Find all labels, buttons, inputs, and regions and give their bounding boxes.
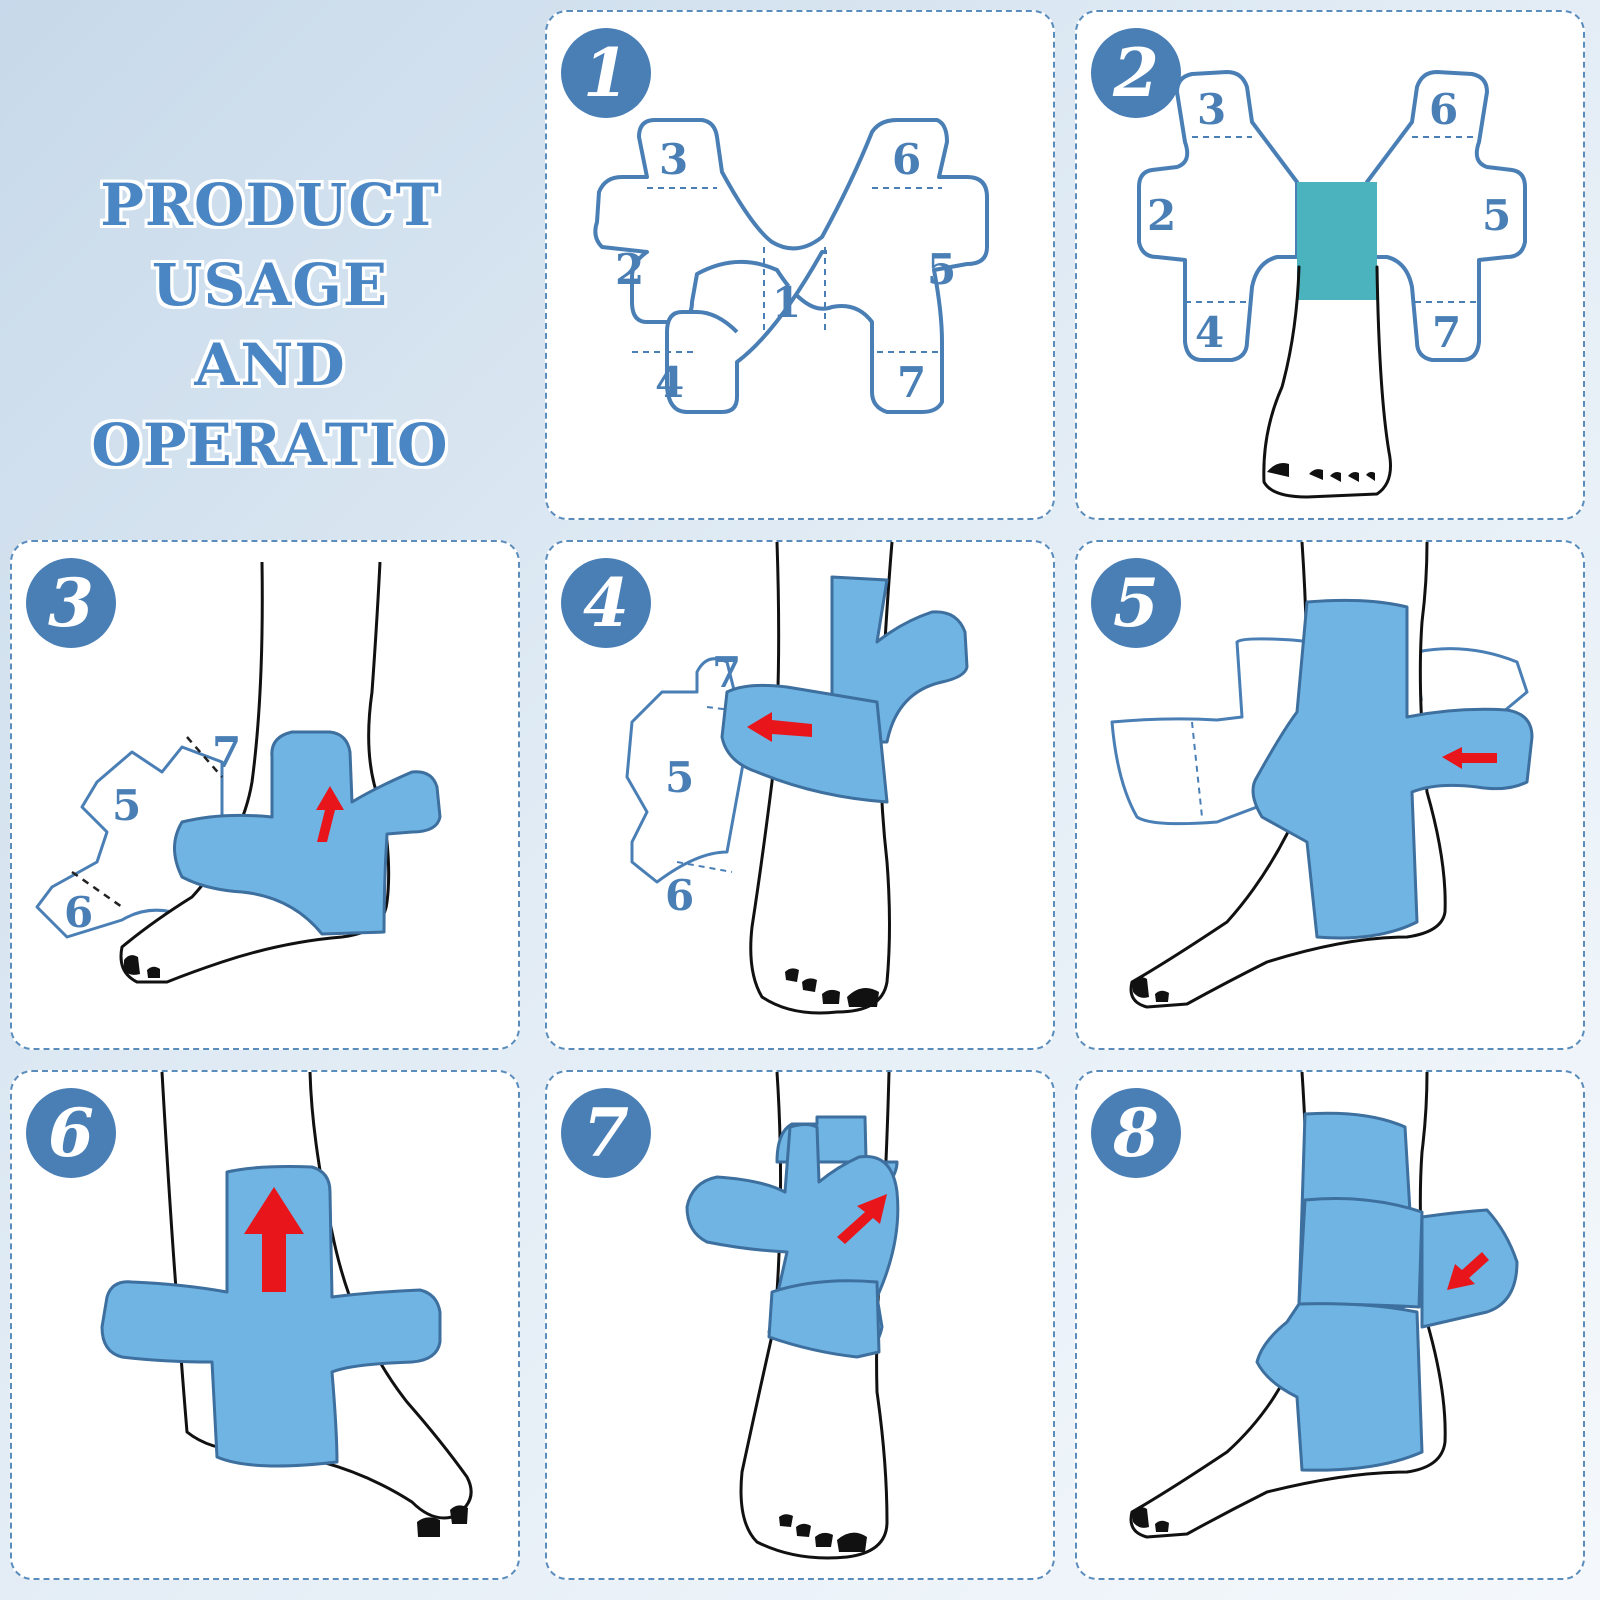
toenail [822,989,840,1004]
title-line-2: AND [194,331,346,399]
ankle-strap [173,730,442,936]
horizontal-strap [720,683,889,804]
step-4-badge: 4 [561,558,651,648]
ankle-strap [100,1165,442,1468]
toenail [147,966,160,978]
step-8-panel: 8 [1075,1070,1585,1580]
toenail [847,988,879,1007]
toenail [1267,463,1289,477]
outer-wrap-flaps [625,657,749,884]
step-2-badge: 2 [1091,28,1181,118]
up-right-arrow-icon [837,1194,887,1244]
step-1-panel: 1 3 6 2 5 1 4 7 [545,10,1055,520]
step-7-badge: 7 [561,1088,651,1178]
title-line-1: PRODUCT USAGE [100,171,440,319]
flap-label: 7 [712,648,741,697]
ankle-wrap-band [767,1279,881,1359]
fold-line [676,861,733,873]
leg-outline [1262,265,1392,499]
toenail [417,1517,440,1537]
step-2-illustration: 3 6 2 5 4 7 [1137,70,1527,499]
step-6-illustration [100,1072,473,1537]
flap-label: 3 [1197,85,1226,134]
toenail [450,1505,468,1524]
up-arrow-icon [244,1187,304,1292]
step-8-badge: 8 [1091,1088,1181,1178]
flap-label: 4 [1195,308,1224,357]
step-1-illustration: 3 6 2 5 1 4 7 [593,118,989,414]
flap-label: 6 [892,135,921,184]
toenail [1330,472,1341,482]
down-left-arrow-icon [1447,1252,1489,1290]
flap-label: 5 [665,753,694,802]
flap-label: 5 [112,781,141,830]
flap-label: 2 [1147,191,1176,240]
toenail [779,1514,793,1527]
toenail [1132,977,1149,998]
toenail [837,1532,867,1552]
toenail [124,955,140,975]
step-3-badge: 3 [26,558,116,648]
flat-wrap-outline [593,118,989,414]
heel-wrap [1255,1302,1424,1472]
right-wrap-wing [1365,70,1527,362]
toenail [1132,1507,1149,1528]
flap-label: 1 [772,278,801,327]
flap-label: 7 [1432,308,1461,357]
vertical-strap [1251,598,1534,940]
step-7-panel: 7 [545,1070,1055,1580]
flap-label: 6 [64,888,93,937]
left-arrow-icon [747,712,812,742]
toenail [802,978,817,992]
fold-line [1191,721,1203,818]
toenail [785,968,799,982]
flap-label: 7 [897,358,926,407]
step-4-panel: 4 7 5 6 [545,540,1055,1050]
up-arrow-icon [316,786,344,842]
title-line-3: OPERATIO [91,411,449,479]
fold-line [71,870,123,909]
step-1-badge: 1 [561,28,651,118]
toenail [1348,472,1359,482]
flap-label: 4 [655,358,684,407]
step-2-panel: 2 3 6 2 5 4 7 [1075,10,1585,520]
flap-label: 3 [659,135,688,184]
step-3-illustration: 7 5 6 [35,561,442,984]
step-6-panel: 6 [10,1070,520,1580]
step-6-badge: 6 [26,1088,116,1178]
step-5-panel: 5 [1075,540,1585,1050]
step-4-illustration: 7 5 6 [625,542,969,1015]
toenail [1366,471,1375,481]
flap-label: 2 [615,245,644,294]
toenail [1155,990,1169,1002]
flap-label: 6 [665,871,694,920]
step-5-illustration [1110,542,1534,1009]
fold-line [186,736,223,778]
flap-label: 5 [1482,191,1511,240]
flap-label: 6 [1429,85,1458,134]
left-arrow-icon [1442,747,1497,769]
step-8-illustration [1129,1072,1519,1539]
flat-wrap-shape [665,250,827,414]
flap-label: 5 [927,245,956,294]
toenail [1155,1520,1169,1532]
step-7-illustration [685,1072,900,1560]
ankle-wrap-band [1297,1197,1424,1309]
center-pad [1297,182,1377,300]
toenail [815,1532,833,1547]
flap-label: 7 [212,728,241,777]
toenail [1309,469,1323,480]
page-title: PRODUCT USAGE AND OPERATIO [0,165,540,485]
step-5-badge: 5 [1091,558,1181,648]
left-wrap-wing [1137,70,1299,362]
step-3-panel: 3 7 5 6 [10,540,520,1050]
toenail [796,1523,811,1537]
